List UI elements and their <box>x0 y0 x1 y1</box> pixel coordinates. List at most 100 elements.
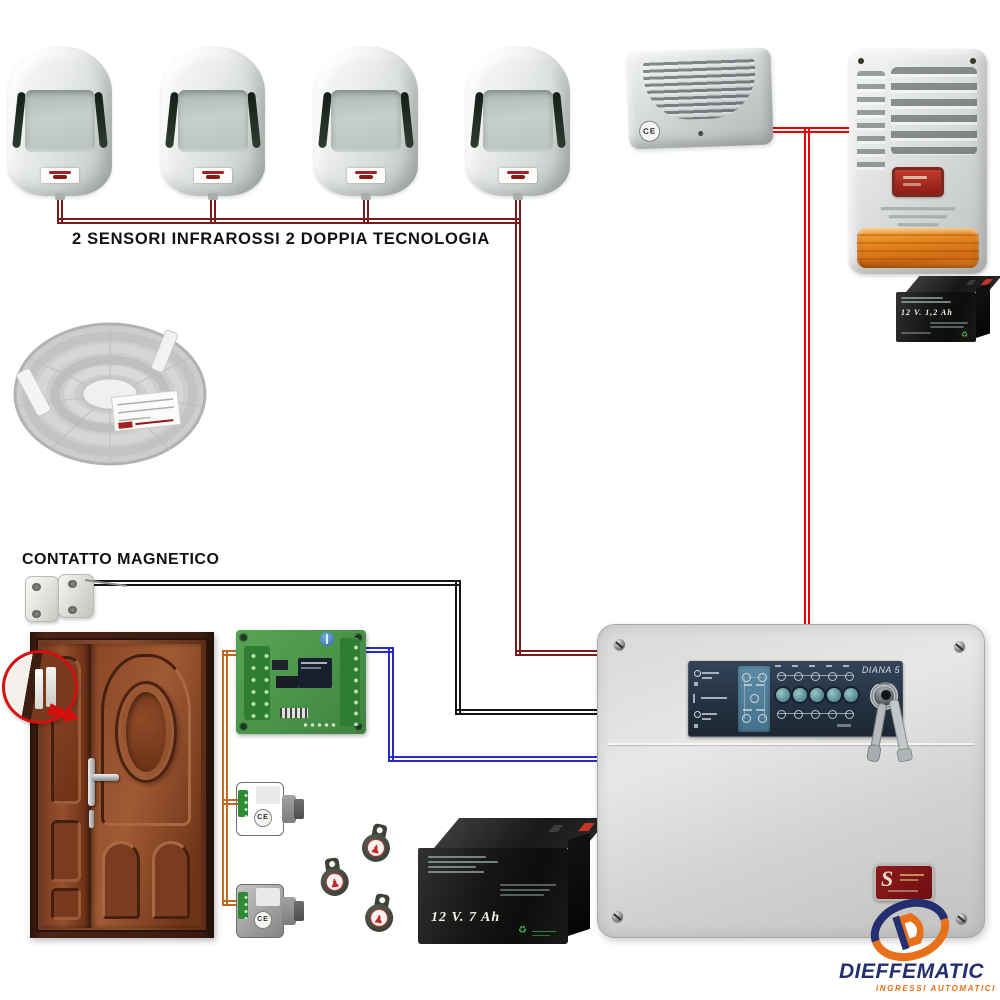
contact-caption: CONTATTO MAGNETICO <box>22 551 220 568</box>
pir-brand-label <box>194 168 232 183</box>
contact-half <box>46 667 56 707</box>
control-panel: DIANA 5 S <box>597 624 985 938</box>
battery-front-face: 12 V. 7 Ah ♻ <box>418 848 568 944</box>
siren-battery-label: 12 V. 1,2 Ah <box>901 308 953 317</box>
indoor-siren-grille <box>642 57 757 121</box>
key <box>866 703 887 762</box>
main-battery: 12 V. 7 Ah ♻ <box>418 818 610 944</box>
fob-emblem-icon: ♟ <box>372 913 385 927</box>
pcb-hole <box>239 722 248 731</box>
recycle-icon: ♻ <box>960 330 968 339</box>
outdoor-siren-flasher-lens <box>857 228 979 268</box>
pcb-terminal-left <box>244 646 270 720</box>
pir-sensor-1 <box>8 46 112 200</box>
outdoor-siren-screw <box>858 58 864 64</box>
pir-mount-stub <box>55 193 65 200</box>
main-battery-label: 12 V. 7 Ah <box>431 910 501 925</box>
panel-screw <box>956 913 967 924</box>
ce-mark: CE <box>254 911 272 929</box>
sensors-caption: 2 SENSORI INFRAROSSI 2 DOPPIA TECNOLOGIA <box>72 230 490 248</box>
pir-sensor-3 <box>314 46 418 200</box>
siren-battery: 12 V. 1,2 Ah ♻ <box>896 276 1000 342</box>
panel-model-label: DIANA 5 <box>861 665 900 675</box>
pcb-terminal-right <box>340 638 360 726</box>
ce-mark: CE <box>254 809 272 827</box>
panel-led <box>811 672 820 681</box>
panel-zone-led <box>774 686 792 704</box>
panel-led <box>794 672 803 681</box>
wire-pcb-to-panel <box>388 756 607 762</box>
door-handle-bar <box>92 774 119 781</box>
panel-led <box>845 672 854 681</box>
panel-led <box>777 672 786 681</box>
pcb-trimmer <box>320 632 334 646</box>
coil-spec-label <box>110 389 182 432</box>
key-fob-1: ♟ <box>358 821 395 865</box>
contact-screw-hole <box>32 610 41 618</box>
pcb-hole <box>239 633 248 642</box>
pir-lens-window <box>178 90 248 152</box>
wire-readers-drop <box>222 650 228 906</box>
dieffematic-logo: DIEFFEMATIC INGRESSI AUTOMATICI <box>839 898 996 993</box>
reader-cylinder <box>282 795 296 823</box>
panel-screw <box>612 911 623 922</box>
panel-led <box>794 710 803 719</box>
brand-name: DIEFFEMATIC <box>839 960 984 983</box>
key-reader-1: CE <box>236 782 304 836</box>
magnetic-contact <box>25 574 127 624</box>
logo-swoosh-icon <box>870 898 950 962</box>
battery-side-face <box>568 832 590 936</box>
panel-screw <box>954 641 965 652</box>
outdoor-siren-screw <box>970 58 976 64</box>
pir-mount-stub <box>361 193 371 200</box>
brand-tagline: INGRESSI AUTOMATICI <box>876 984 996 993</box>
pir-mount-stub <box>513 193 523 200</box>
reader-label <box>256 786 280 804</box>
pir-brand-label <box>41 168 79 183</box>
panel-zone-led <box>791 686 809 704</box>
panel-zone-led <box>842 686 860 704</box>
key-fob-3: ♟ <box>362 892 398 935</box>
reader-terminal <box>238 790 248 817</box>
wire-readers-top <box>222 650 242 656</box>
battery-front-face: 12 V. 1,2 Ah ♻ <box>896 292 976 342</box>
wire-reader1-stub <box>222 799 242 805</box>
door-handle-lower <box>89 810 94 828</box>
pcb-dip-switch <box>280 708 308 718</box>
outdoor-siren-brand-label <box>892 167 944 197</box>
wire-pcb-drop <box>388 647 394 762</box>
contact-screw-hole <box>68 580 77 588</box>
contact-screw-hole <box>68 606 77 614</box>
panel-screw <box>614 639 625 650</box>
panel-led <box>811 710 820 719</box>
badge-glyph: S <box>881 866 894 891</box>
wire-pir-to-panel <box>515 650 607 656</box>
recycle-icon: ♻ <box>518 925 527 936</box>
panel-status-cluster <box>738 666 770 732</box>
panel-display: DIANA 5 <box>688 661 903 737</box>
cable-coil <box>13 322 207 466</box>
panel-led <box>845 710 854 719</box>
pir-lens-window <box>483 90 553 152</box>
reader-label <box>256 888 280 906</box>
panel-led <box>828 672 837 681</box>
door-leaf-right <box>91 644 201 928</box>
reader-cylinder-tip <box>294 901 304 921</box>
contact-screw-hole <box>32 583 41 591</box>
key-fob-2: ♟ <box>317 856 352 898</box>
battery-side-face <box>976 283 990 338</box>
panel-led <box>777 710 786 719</box>
panel-keys <box>866 684 913 763</box>
door-oval-medallion <box>115 681 177 783</box>
wire-pir-stub-1 <box>57 196 63 222</box>
pir-brand-label <box>347 168 385 183</box>
wire-pir-stub-3 <box>363 196 369 222</box>
wire-siren-link <box>770 127 854 133</box>
pir-lens-window <box>25 90 95 152</box>
pir-lens-window <box>331 90 401 152</box>
wire-contact-h1 <box>94 580 461 586</box>
ce-mark: CE <box>638 120 661 143</box>
fob-emblem-icon: ♟ <box>369 842 382 857</box>
pir-sensor-2 <box>161 46 265 200</box>
